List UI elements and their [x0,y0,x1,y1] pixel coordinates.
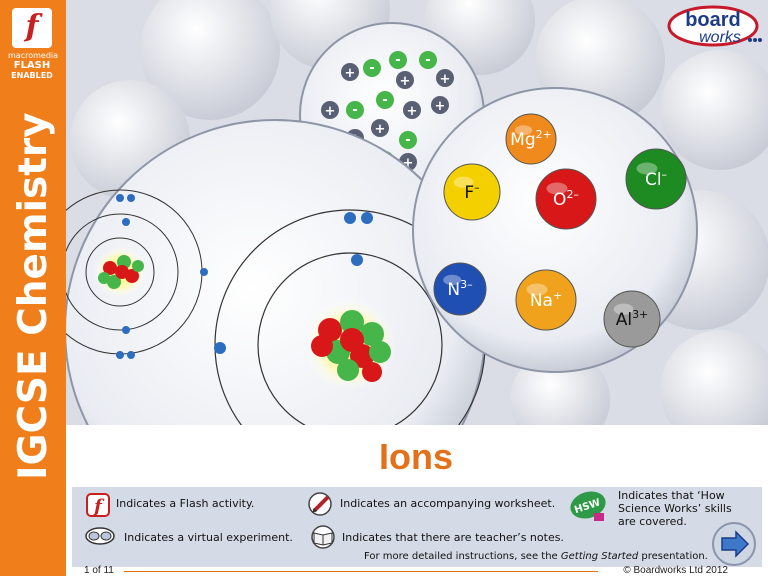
legend-worksheet-text: Indicates an accompanying worksheet. [340,497,556,510]
flash-logo-icon: f [12,8,52,48]
legend-hsw-line-1: Indicates that ‘How [618,489,725,502]
svg-text:+: + [403,156,414,171]
ion-sphere: O2– [535,168,597,230]
ion-sphere: Cl– [625,148,687,210]
virtual-experiment-goggles-icon [85,527,115,545]
svg-text:-: - [425,53,430,68]
ion-sphere: Na+ [515,269,577,331]
teacher-notes-book-icon [311,525,335,549]
legend-instructions: For more detailed instructions, see the … [364,551,708,562]
svg-text:+: + [407,104,418,119]
badge-line-3: ENABLED [11,71,53,80]
footer-rule-left [124,571,330,572]
svg-text:+: + [435,99,446,114]
sidebar: f macromedia FLASH ENABLED IGCSE Chemist… [0,0,66,576]
page-number: 1 of 11 [84,565,114,576]
slide-footer-area: Ions f Indicates a Flash activity. Indic… [66,425,768,576]
ion-sphere: F– [443,163,501,221]
flash-enabled-badge: f macromedia FLASH ENABLED [8,8,59,88]
badge-line-2: FLASH [13,60,51,71]
svg-text:-: - [382,93,387,108]
ions-illustration: + - - + - + + - - + + + + - - + - [66,0,768,425]
next-slide-button[interactable] [712,522,756,566]
copyright-notice: © Boardworks Ltd 2012 [623,565,728,576]
badge-line-1: macromedia [8,51,59,60]
svg-text:+: + [440,72,451,87]
ion-label: Cl– [645,168,667,190]
svg-text:+: + [325,104,336,119]
ion-sphere: Al3+ [603,290,661,348]
svg-text:+: + [345,66,356,81]
svg-text:-: - [369,61,374,76]
svg-text:+: + [400,74,411,89]
arrow-right-icon [721,530,750,558]
svg-text:board: board [685,9,741,31]
legend-hsw-line-3: are covered. [618,515,687,528]
legend-flash-text: Indicates a Flash activity. [116,497,255,510]
svg-text:-: - [405,133,410,148]
svg-text:-: - [352,103,357,118]
icon-legend: f Indicates a Flash activity. Indicates … [72,487,762,567]
worksheet-pencil-icon [308,492,332,516]
svg-text:+: + [375,122,386,137]
footer-rule-right [330,571,598,572]
svg-text:works: works [699,29,741,46]
flash-activity-icon: f [86,493,110,517]
legend-virtual-text: Indicates a virtual experiment. [124,531,293,544]
slide-title: Ions [378,436,453,477]
course-title: IGCSE Chemistry [11,112,56,480]
hsw-icon: HSW [570,491,606,521]
legend-hsw-line-2: Science Works’ skills [618,502,732,515]
legend-notes-text: Indicates that there are teacher’s notes… [342,531,564,544]
hero-illustration: + - - + - + + - - + + + + - - + - [66,0,768,425]
svg-text:-: - [395,53,400,68]
ion-layer: Mg2+F– O2– Cl– N3– Na+ Al3+ [433,113,687,348]
ion-sphere: Mg2+ [505,113,557,165]
boardworks-logo: board works [664,4,762,50]
ion-sphere: N3– [433,262,487,316]
atom-lens [66,119,486,425]
